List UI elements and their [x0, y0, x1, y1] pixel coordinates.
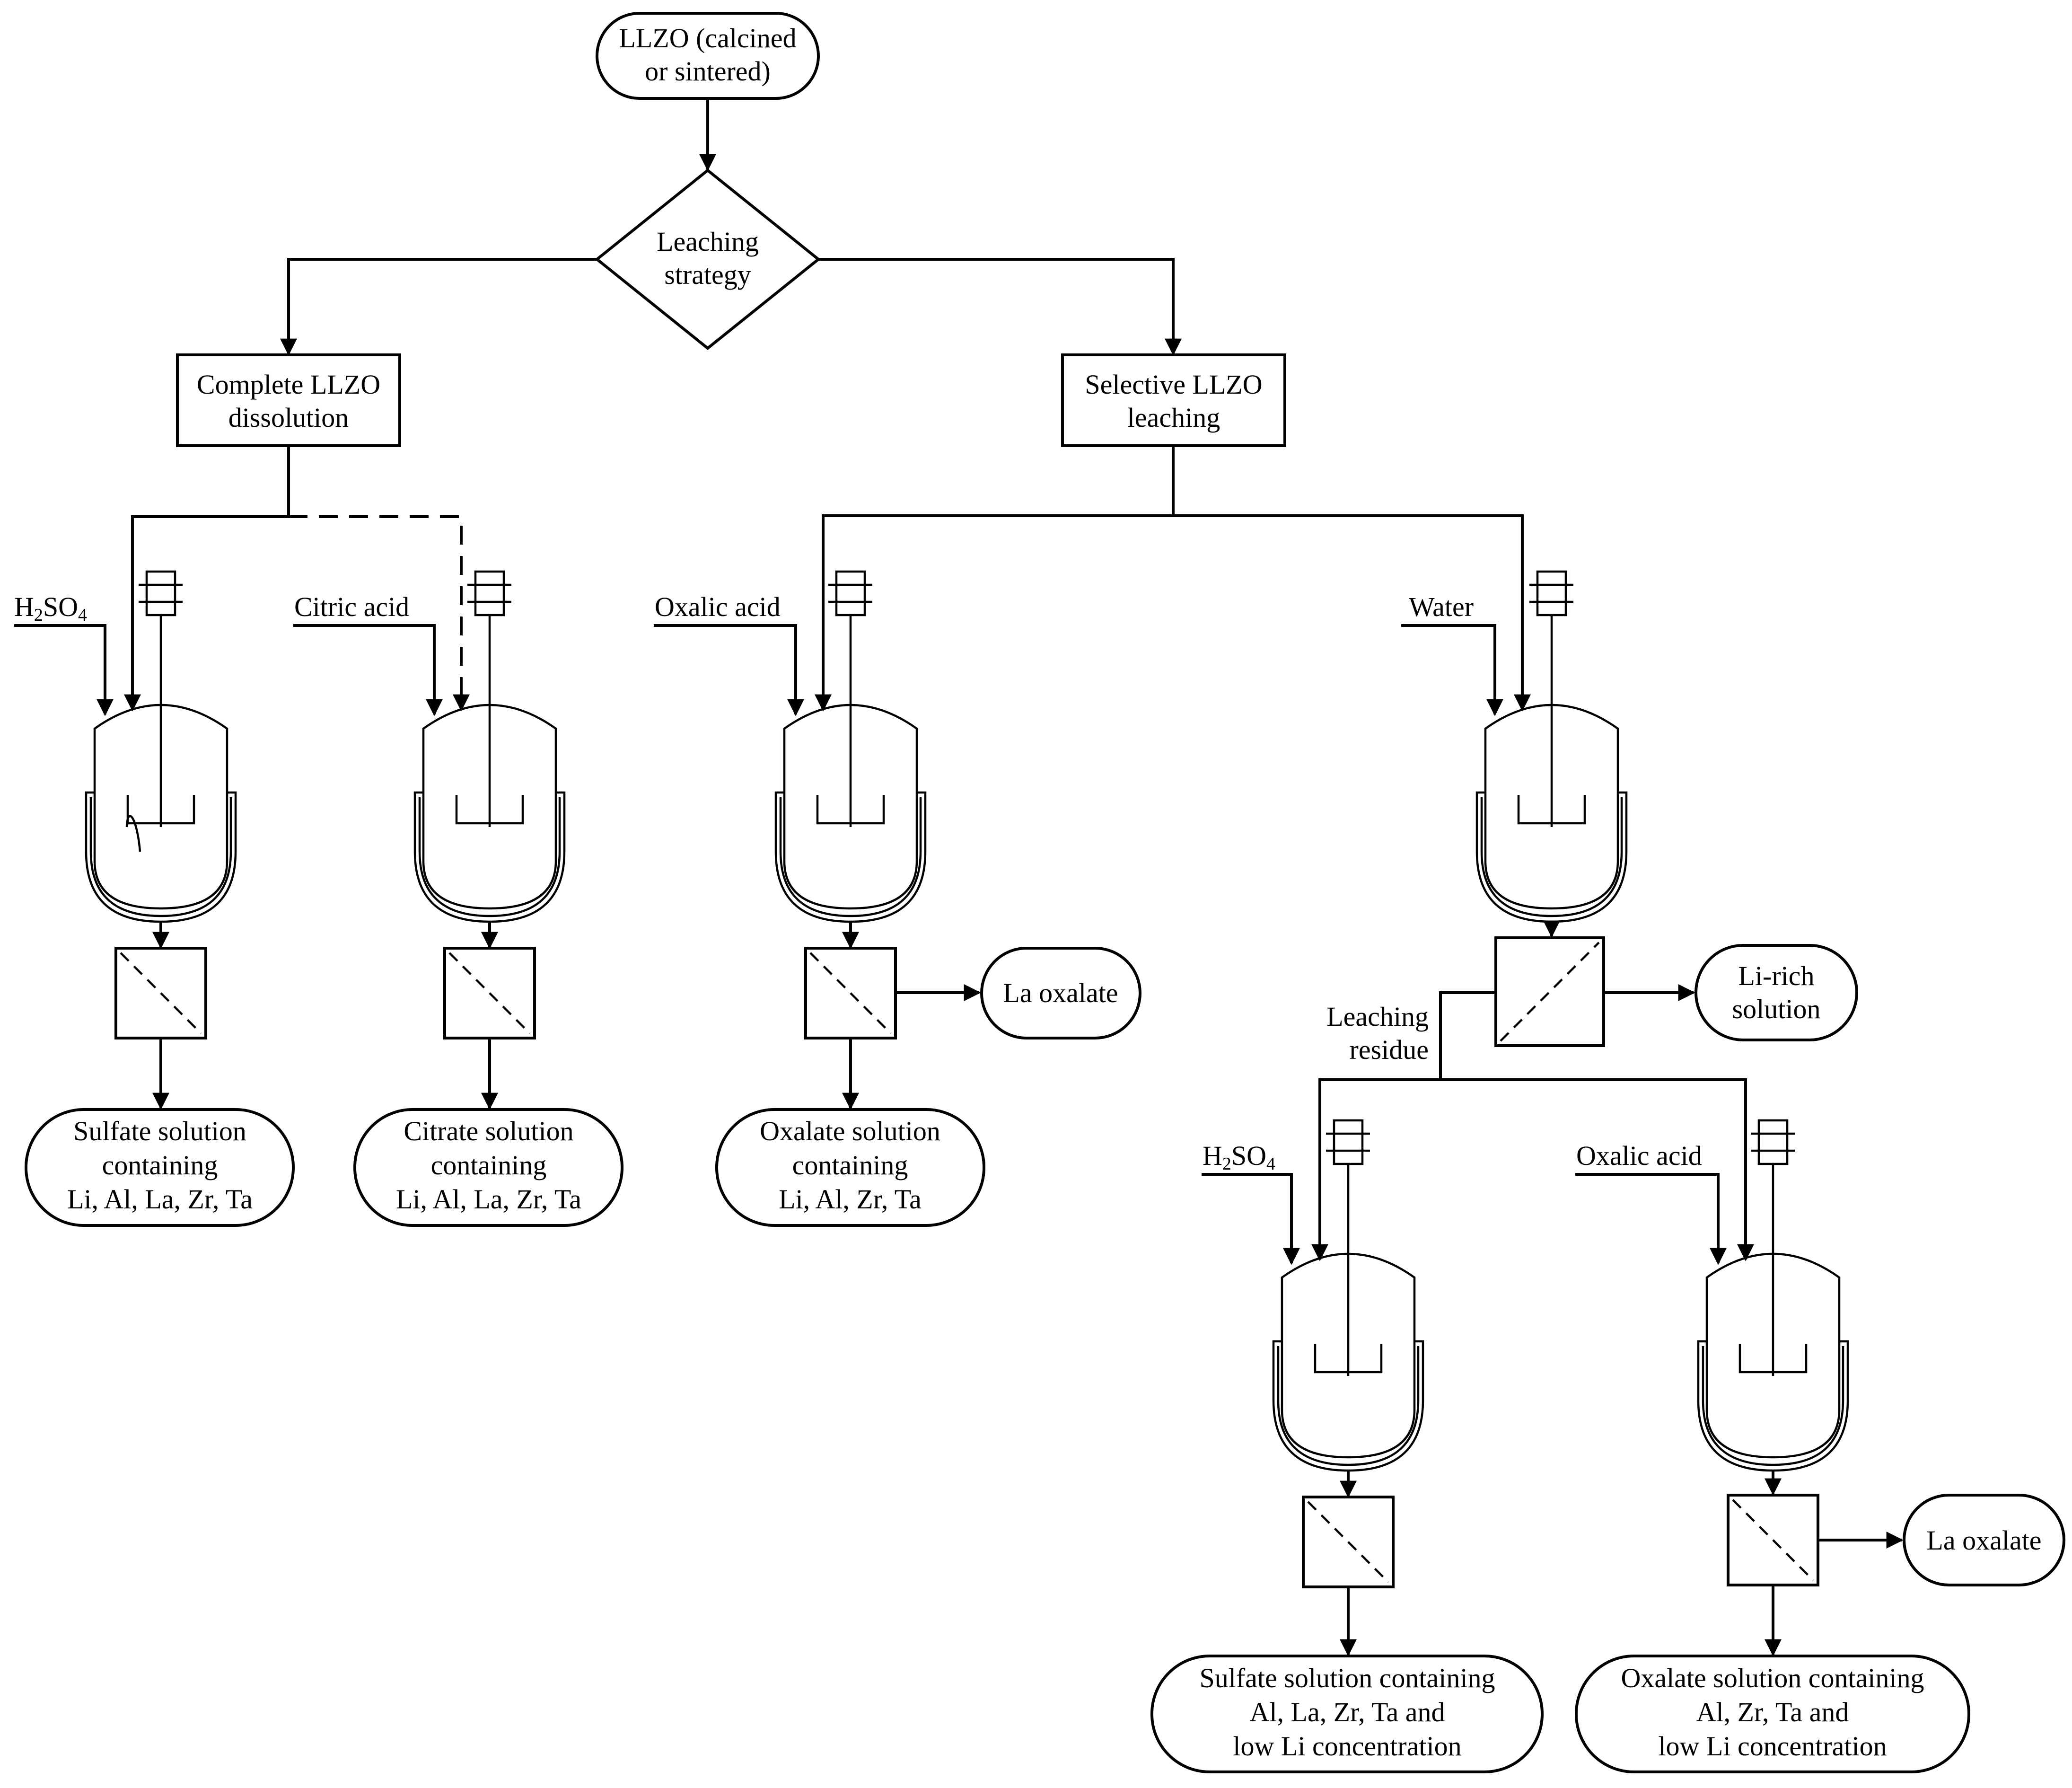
oxalate2-label-3: low Li concentration — [1658, 1731, 1887, 1762]
reactor-water — [1475, 570, 1628, 923]
complete-dissolution-box: Complete LLZO dissolution — [176, 353, 401, 447]
start-node: LLZO (calcined or sintered) — [596, 12, 820, 100]
li-rich-label-1: Li-rich — [1738, 960, 1814, 991]
arrow-to-complete — [280, 258, 597, 356]
reagent-water: Water — [1401, 591, 1503, 716]
product-la-oxalate: La oxalate — [980, 947, 1141, 1039]
citrate-label-1: Citrate solution — [404, 1116, 573, 1146]
product-oxalate-solution-low-li: Oxalate solution containing Al, Zr, Ta a… — [1575, 1655, 1970, 1773]
la-oxalate-label: La oxalate — [1003, 978, 1118, 1008]
start-label-1: LLZO (calcined — [619, 23, 796, 53]
reagent-oxalic-acid: Oxalic acid — [654, 591, 804, 716]
reactor-citric — [413, 570, 566, 923]
sulfate2-label-3: low Li concentration — [1233, 1731, 1461, 1762]
oxalate-label-1: Oxalate solution — [760, 1116, 940, 1146]
reactor-oxalic — [774, 570, 927, 923]
oxalate2-label-1: Oxalate solution containing — [1621, 1663, 1924, 1693]
decision-label-1: Leaching — [657, 226, 759, 257]
decision-label-2: strategy — [664, 259, 751, 290]
leaching-residue-label: Leaching residue — [1326, 1001, 1429, 1065]
feed-line-oxalic-reactor — [815, 446, 1175, 712]
filter-4 — [1494, 936, 1605, 1047]
selective-label-2: leaching — [1127, 402, 1220, 433]
reactor-h2so4-residue — [1272, 1119, 1424, 1472]
filter-6 — [1727, 1494, 1819, 1586]
reagent-citric-label: Citric acid — [294, 591, 409, 622]
product-citrate-solution: Citrate solution containing Li, Al, La, … — [353, 1108, 623, 1227]
reagent-h2so4-residue-label: H2SO4 — [1203, 1140, 1275, 1174]
sulfate2-label-2: Al, La, Zr, Ta and — [1250, 1697, 1445, 1727]
reagent-oxalic-label: Oxalic acid — [655, 591, 781, 622]
sulfate-label-2: containing — [102, 1150, 218, 1180]
reagent-oxalic-residue-label: Oxalic acid — [1576, 1140, 1702, 1171]
reagent-oxalic-acid-residue: Oxalic acid — [1575, 1140, 1727, 1265]
residue-line — [1439, 991, 1496, 1080]
sulfate-label-3: Li, Al, La, Zr, Ta — [67, 1184, 253, 1215]
reagent-h2so4-label: H2SO4 — [14, 591, 87, 625]
reagent-h2so4: H2SO4 — [14, 591, 114, 716]
complete-label-2: dissolution — [228, 402, 349, 433]
feed-line-water-reactor — [1173, 514, 1531, 712]
leaching-residue-label-2: residue — [1350, 1034, 1429, 1065]
selective-leaching-box: Selective LLZO leaching — [1061, 353, 1286, 447]
complete-label-1: Complete LLZO — [197, 369, 380, 400]
residue-line-to-sulfate — [1311, 1078, 1440, 1261]
filter-1 — [114, 947, 207, 1039]
sulfate2-label-1: Sulfate solution containing — [1199, 1663, 1495, 1693]
la-oxalate-2-label: La oxalate — [1926, 1525, 2041, 1556]
oxalate2-label-2: Al, Zr, Ta and — [1696, 1697, 1849, 1727]
product-la-oxalate-2: La oxalate — [1903, 1494, 2065, 1586]
oxalate-label-3: Li, Al, Zr, Ta — [779, 1184, 922, 1215]
product-li-rich-solution: Li-rich solution — [1694, 944, 1858, 1041]
reactor-h2so4 — [85, 570, 237, 923]
oxalate-label-2: containing — [792, 1150, 908, 1180]
decision-node: Leaching strategy — [595, 168, 821, 350]
filter-5 — [1302, 1496, 1395, 1588]
product-sulfate-solution-low-li: Sulfate solution containing Al, La, Zr, … — [1150, 1655, 1544, 1773]
li-rich-label-2: solution — [1732, 994, 1821, 1024]
leaching-residue-label-1: Leaching — [1326, 1001, 1429, 1032]
product-oxalate-solution: Oxalate solution containing Li, Al, Zr, … — [715, 1108, 985, 1227]
reagent-citric-acid: Citric acid — [293, 591, 443, 716]
feed-line-sulfate-reactor — [124, 446, 290, 712]
citrate-label-2: containing — [431, 1150, 547, 1180]
selective-label-1: Selective LLZO — [1085, 369, 1262, 400]
filter-2 — [443, 947, 536, 1039]
citrate-label-3: Li, Al, La, Zr, Ta — [396, 1184, 581, 1215]
reagent-water-label: Water — [1409, 591, 1474, 622]
arrow-to-selective — [818, 258, 1182, 356]
residue-line-to-oxalic — [1440, 1078, 1754, 1261]
sulfate-label-1: Sulfate solution — [73, 1116, 246, 1146]
product-sulfate-solution: Sulfate solution containing Li, Al, La, … — [25, 1108, 295, 1227]
filter-3 — [804, 947, 897, 1039]
reagent-h2so4-residue: H2SO4 — [1202, 1140, 1300, 1265]
reactor-oxalic-residue — [1697, 1119, 1849, 1472]
start-label-2: or sintered) — [645, 56, 771, 87]
